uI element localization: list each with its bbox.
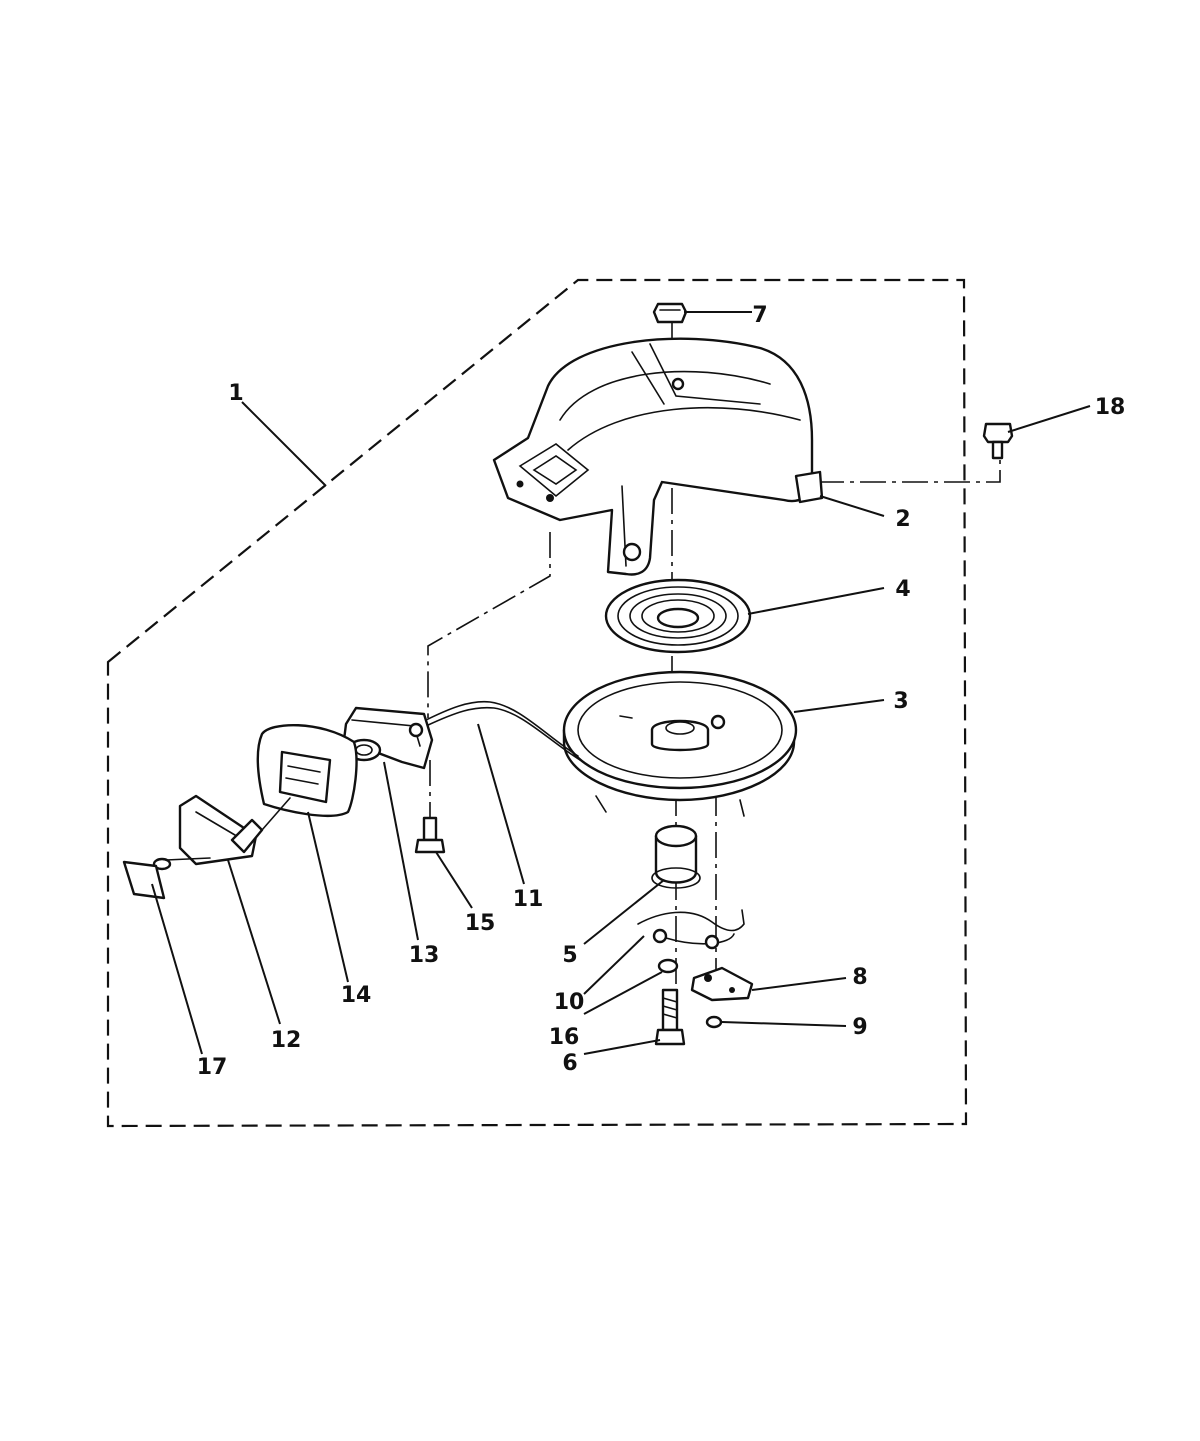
callout-7: 7 — [752, 303, 767, 328]
callout-18: 18 — [1095, 395, 1126, 420]
callout-2: 2 — [895, 507, 910, 532]
callout-6: 6 — [562, 1051, 577, 1076]
callout-8: 8 — [852, 965, 867, 990]
callout-15: 15 — [465, 911, 496, 936]
callout-labels: 1 7 18 2 4 3 11 15 13 14 12 17 5 10 16 6… — [197, 303, 1126, 1080]
nut — [652, 302, 688, 324]
rewind-spring — [604, 578, 752, 654]
callout-1: 1 — [228, 381, 243, 406]
callout-3: 3 — [893, 689, 908, 714]
leader-lines — [151, 311, 1091, 1055]
callout-13: 13 — [409, 943, 440, 968]
callout-5: 5 — [562, 943, 577, 968]
pawl-spring — [637, 909, 745, 950]
starter-rope — [421, 700, 579, 757]
assembly-boundary — [106, 278, 968, 1128]
callout-12: 12 — [271, 1028, 302, 1053]
screw — [414, 816, 446, 854]
callout-9: 9 — [852, 1015, 867, 1040]
starter-housing — [492, 337, 824, 576]
callout-11: 11 — [513, 887, 544, 912]
pawl — [690, 966, 754, 1002]
handle — [152, 794, 291, 871]
shoulder-bolt — [654, 988, 686, 1046]
pulley — [562, 670, 798, 817]
washer — [657, 958, 679, 974]
retainer — [705, 1015, 723, 1029]
callout-17: 17 — [197, 1055, 228, 1080]
bolt — [982, 422, 1014, 460]
callout-10: 10 — [554, 990, 585, 1015]
handle-grip — [256, 723, 358, 818]
bushing — [651, 824, 701, 889]
callout-14: 14 — [341, 983, 372, 1008]
callout-4: 4 — [895, 577, 910, 602]
callout-16: 16 — [549, 1025, 580, 1050]
